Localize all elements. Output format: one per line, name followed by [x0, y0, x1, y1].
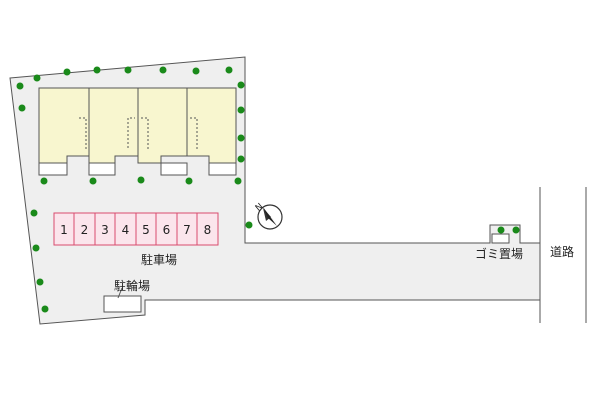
- tree-icon: [512, 226, 520, 234]
- tree-icon: [63, 68, 71, 76]
- bicycle-parking-area: [103, 295, 142, 313]
- tree-icon: [245, 221, 253, 229]
- parking-space-number: 3: [101, 223, 109, 237]
- north-mark: N: [254, 202, 266, 214]
- bicycle-parking: 駐輪場: [103, 278, 150, 313]
- tree-icon: [93, 66, 101, 74]
- road-label: 道路: [550, 244, 574, 259]
- tree-icon: [33, 74, 41, 82]
- tree-icon: [497, 226, 505, 234]
- trees: [16, 66, 520, 313]
- tree-icon: [16, 82, 24, 90]
- tree-icon: [237, 81, 245, 89]
- north-compass-icon: N: [254, 202, 283, 230]
- parking-space-number: 8: [204, 223, 212, 237]
- tree-icon: [32, 244, 40, 252]
- building-unit-4: [186, 87, 237, 176]
- tree-icon: [30, 209, 38, 217]
- parking-space-number: 2: [81, 223, 89, 237]
- parking-space-number: 5: [142, 223, 150, 237]
- tree-icon: [18, 104, 26, 112]
- parking-space-number: 7: [183, 223, 191, 237]
- tree-icon: [225, 66, 233, 74]
- garbage-area: ゴミ置場: [475, 233, 523, 261]
- tree-icon: [124, 66, 132, 74]
- building-unit-3: [137, 87, 188, 176]
- tree-icon: [237, 134, 245, 142]
- parking-space-number: 4: [122, 223, 130, 237]
- apartment-building: [38, 87, 237, 176]
- tree-icon: [237, 155, 245, 163]
- bicycle-parking-label: 駐輪場: [114, 278, 150, 293]
- tree-icon: [159, 66, 167, 74]
- tree-icon: [40, 177, 48, 185]
- tree-icon: [137, 176, 145, 184]
- parking-label: 駐車場: [141, 252, 177, 267]
- tree-icon: [89, 177, 97, 185]
- tree-icon: [185, 177, 193, 185]
- parking-space-number: 6: [163, 223, 171, 237]
- building-unit-1: [38, 87, 90, 176]
- tree-icon: [36, 278, 44, 286]
- tree-icon: [234, 177, 242, 185]
- garbage-bin-icon: [491, 233, 510, 244]
- parking-space-number: 1: [60, 223, 68, 237]
- tree-icon: [192, 67, 200, 75]
- tree-icon: [41, 305, 49, 313]
- garbage-area-label: ゴミ置場: [475, 246, 523, 261]
- building-unit-2: [88, 87, 139, 176]
- parking-space-8: [196, 212, 219, 246]
- tree-icon: [237, 106, 245, 114]
- parking-lot: 1 2 3 4 5 6 7 8 駐車場: [53, 212, 219, 267]
